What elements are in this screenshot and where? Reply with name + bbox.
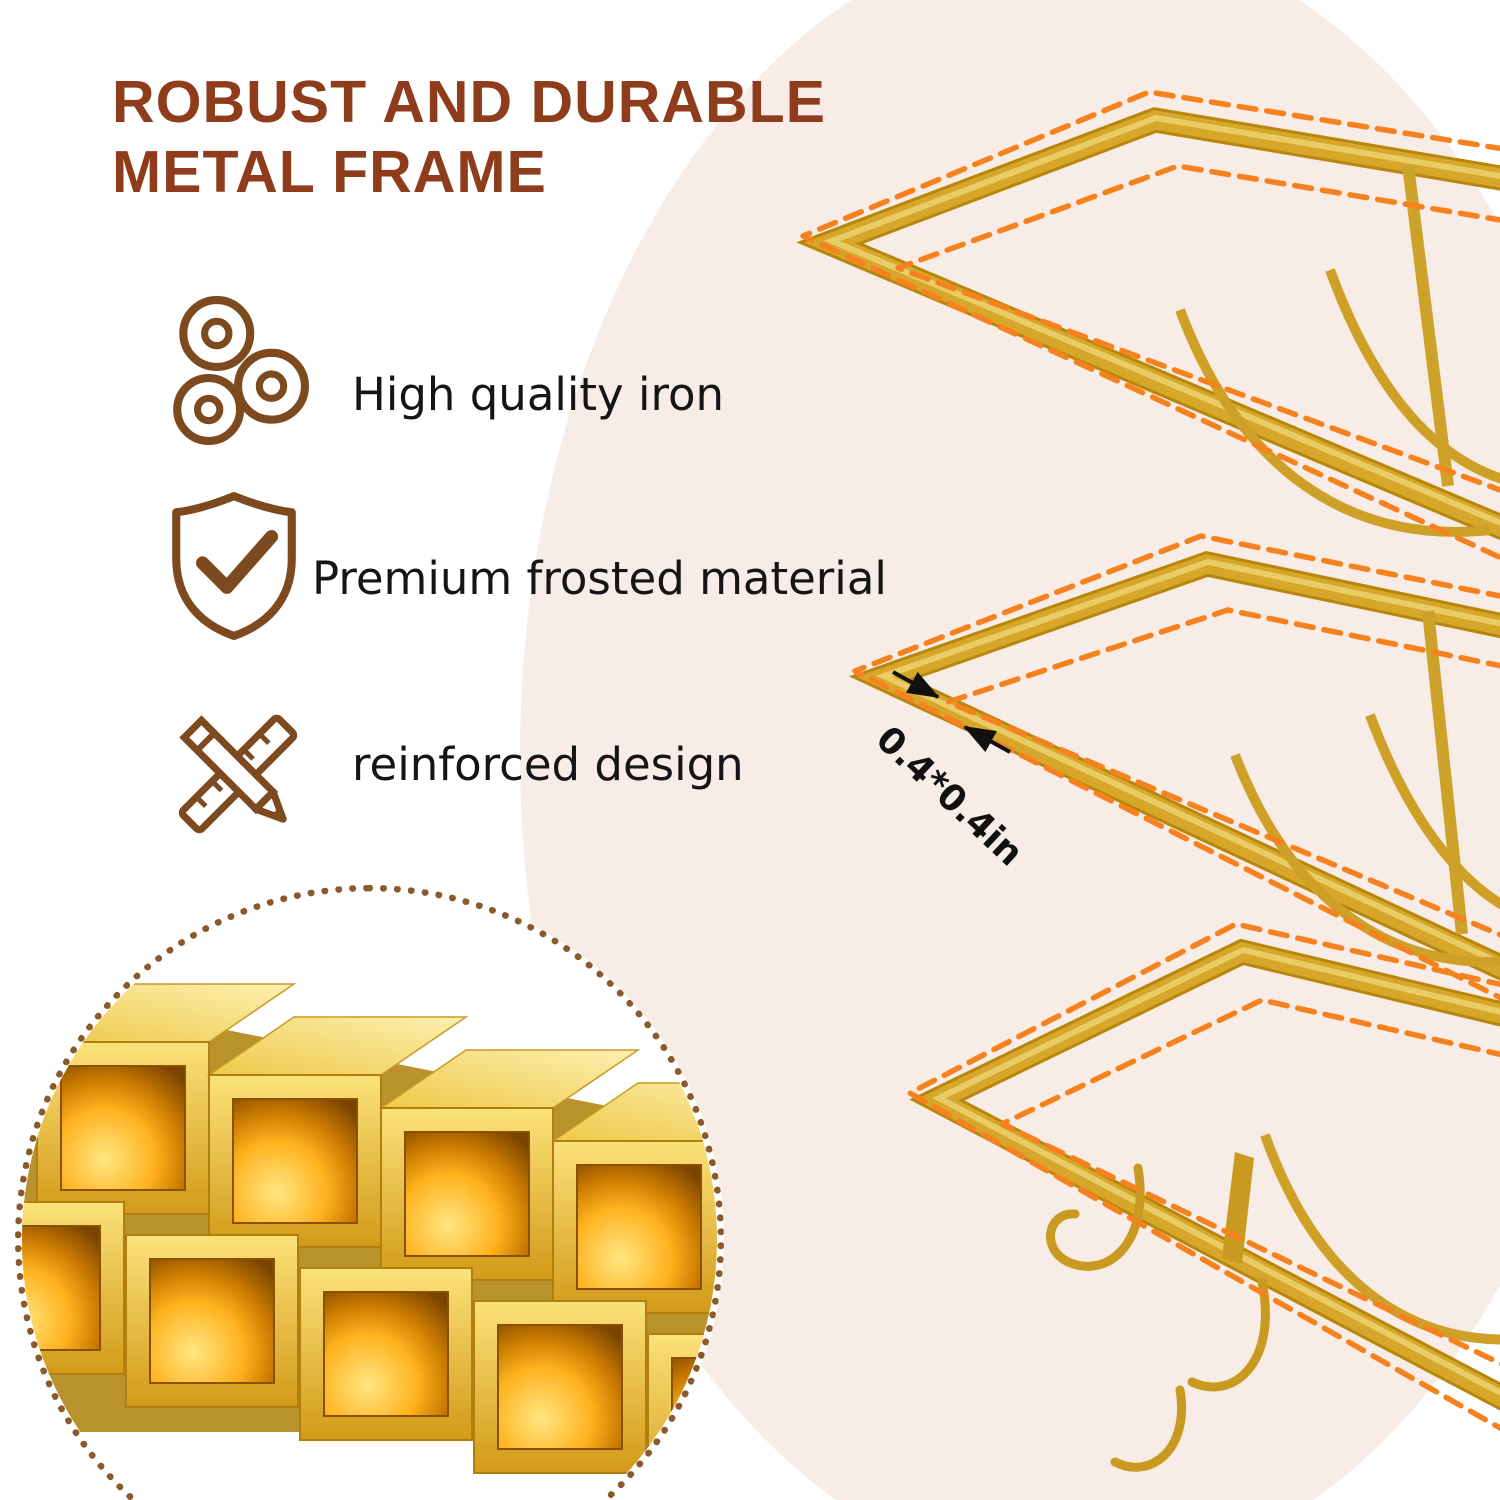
mount-bracket [1222,1152,1254,1264]
feature-label: High quality iron [352,368,725,421]
rack-tier-2 [848,533,1500,1001]
iron-logs-icon [173,296,309,445]
dashed-outline-tier3-outer [907,921,1500,1432]
rack-hook [1187,1277,1270,1392]
dashed-outline-tier1-outer [800,89,1500,561]
rack-tier-3 [907,921,1500,1472]
feature-label: reinforced design [352,738,744,791]
rack-hook [1110,1385,1186,1472]
shield-check-icon [172,492,296,640]
dashed-outline-tier2-outer [852,533,1500,1001]
feature-label: Premium frosted material [312,552,887,605]
gold-tubes-illustration [22,983,717,1500]
dashed-outline-tier1-inner [895,163,1500,493]
title-line-1: ROBUST AND DURABLE [112,69,826,135]
page-title: ROBUST AND DURABLE METAL FRAME [112,68,826,207]
rack-tier-1 [796,89,1500,561]
rack-hook [1046,1163,1145,1271]
tube-bundle-circle [15,885,724,1500]
title-line-2: METAL FRAME [112,138,547,205]
dashed-outline-tier2-inner [945,607,1500,938]
dashed-outline-tier3-inner [999,997,1500,1367]
pencil-ruler-icon [178,714,298,834]
